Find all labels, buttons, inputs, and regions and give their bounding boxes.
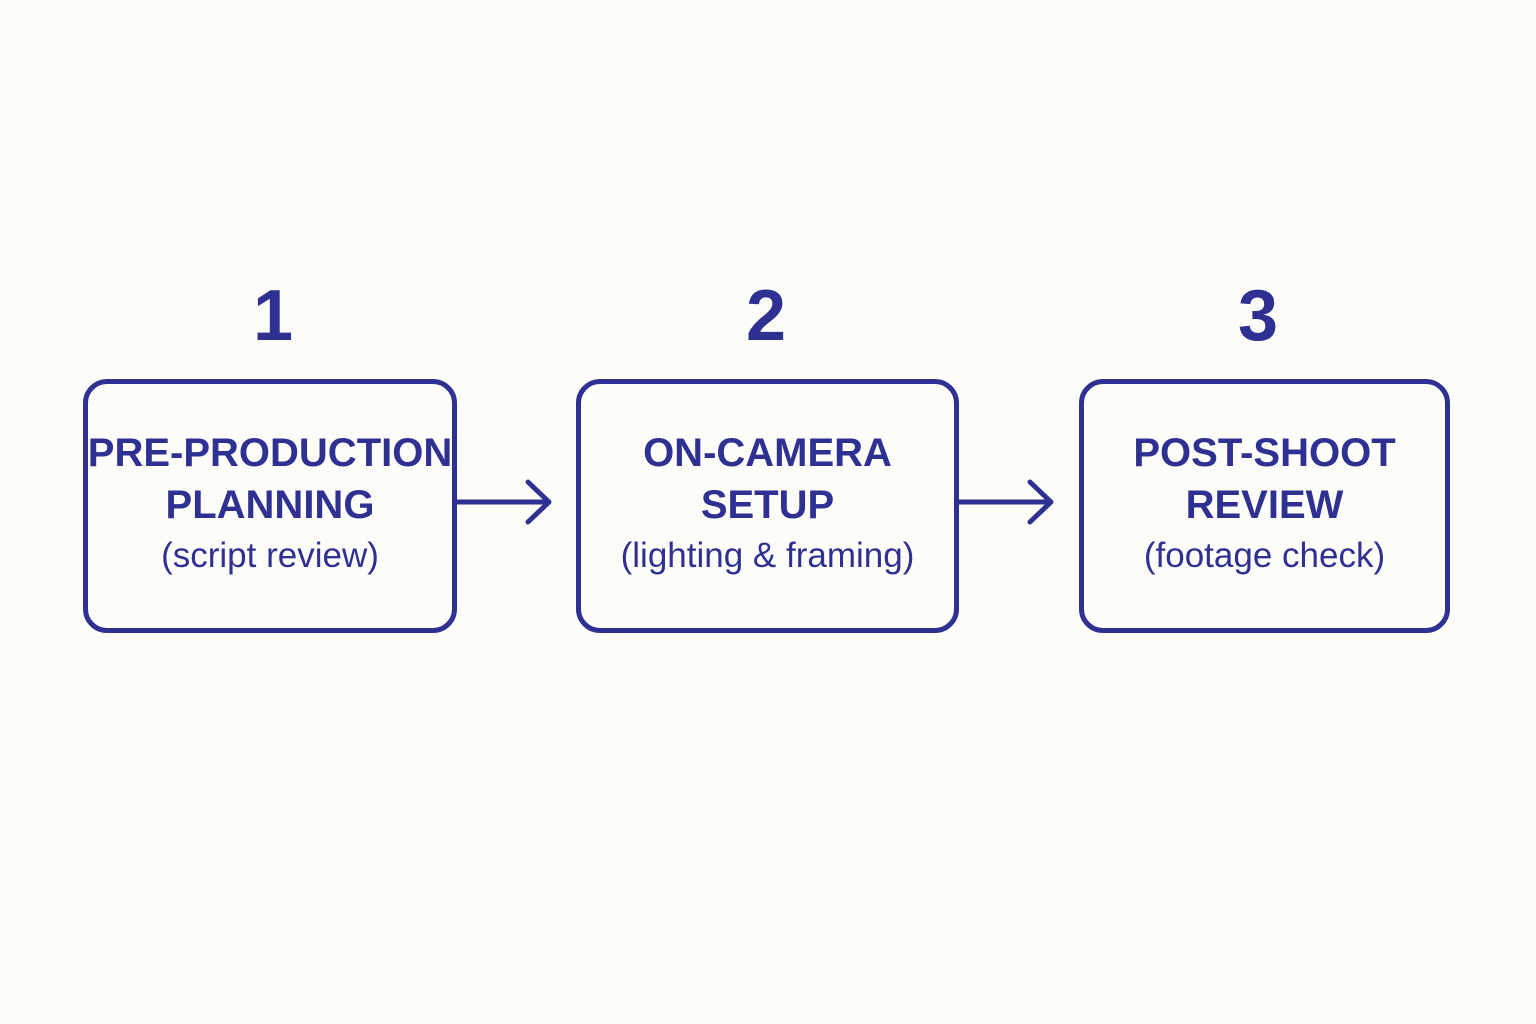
step-3-subtitle: (footage check) — [1143, 536, 1386, 575]
arrow-right-icon — [955, 479, 1054, 525]
step-3-title-line2: REVIEW — [1185, 483, 1344, 527]
step-2-number: 2 — [745, 276, 787, 356]
step-1-title-line1: PRE-PRODUCTION — [87, 431, 453, 475]
step-2-subtitle: (lighting & framing) — [620, 536, 915, 575]
step-2-title-line1: ON-CAMERA — [643, 431, 892, 475]
step-3-box: POST-SHOOT REVIEW (footage check) — [1079, 379, 1450, 633]
step-2-title-line2: SETUP — [700, 483, 835, 527]
step-1-subtitle: (script review) — [161, 536, 379, 575]
step-3-number: 3 — [1237, 276, 1279, 356]
step-1-number: 1 — [252, 276, 294, 356]
step-1-title-line2: PLANNING — [165, 483, 375, 527]
arrow-right-icon — [453, 479, 552, 525]
step-3-title-line1: POST-SHOOT — [1133, 431, 1396, 475]
step-2-box: ON-CAMERA SETUP (lighting & framing) — [576, 379, 959, 633]
step-1-box: PRE-PRODUCTION PLANNING (script review) — [83, 379, 457, 633]
